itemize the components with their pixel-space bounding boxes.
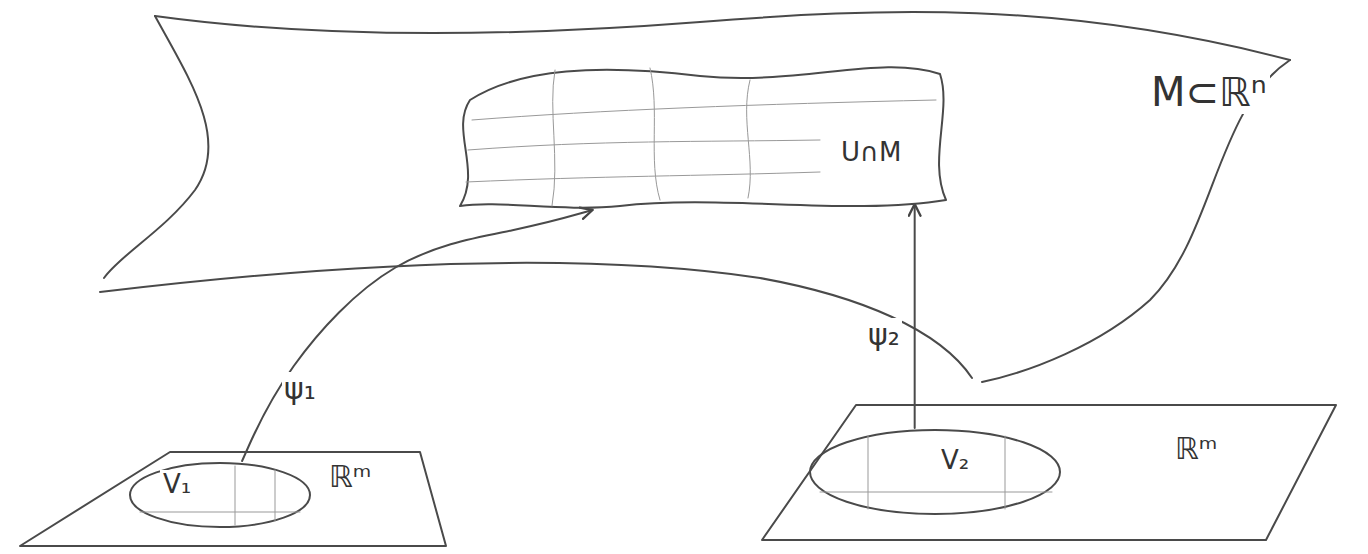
chart-domain-ellipse-outline xyxy=(808,428,1062,516)
manifold-surface: M⊂ℝⁿU∩M xyxy=(98,0,1364,392)
outline-stroke xyxy=(650,68,660,200)
outline-stroke xyxy=(868,436,869,509)
chart-domain-patch: U∩M xyxy=(452,52,954,222)
euclidean-plane: ℝᵐ V₂ xyxy=(756,400,1340,548)
outline-stroke xyxy=(130,463,310,527)
outline-stroke xyxy=(820,492,1052,493)
outline-stroke xyxy=(155,12,1290,60)
outline-stroke xyxy=(104,16,209,278)
outline-stroke xyxy=(472,100,936,120)
outline-stroke xyxy=(810,430,1060,514)
euclidean-plane-outline xyxy=(756,400,1340,548)
node-label: V₂ xyxy=(938,446,972,475)
outline-stroke xyxy=(275,470,276,521)
chart-domain-ellipse: V₂ xyxy=(808,428,1062,516)
node-label: U∩M xyxy=(838,138,905,167)
outline-stroke xyxy=(100,263,972,378)
outline-stroke xyxy=(982,60,1290,382)
outline-stroke xyxy=(460,67,946,207)
map-label: ψ₁ xyxy=(282,372,318,405)
outline-stroke xyxy=(235,466,236,525)
chart-domain-patch-outline xyxy=(452,52,954,222)
chart-map-arrow xyxy=(242,210,592,461)
outline-stroke xyxy=(468,140,820,150)
manifold-surface-outline xyxy=(98,0,1364,392)
chart-domain-ellipse: V₁ xyxy=(128,461,312,529)
node-label: V₁ xyxy=(160,470,194,499)
euclidean-plane: ℝᵐ V₁ xyxy=(14,446,452,552)
outline-stroke xyxy=(1005,436,1006,509)
chart-domain-ellipse-outline xyxy=(128,461,312,529)
euclidean-plane-outline xyxy=(14,446,452,552)
map-label: ψ₂ xyxy=(866,318,902,351)
outline-stroke xyxy=(552,70,555,206)
chart-map-arrow xyxy=(914,204,916,428)
outline-stroke xyxy=(140,512,300,513)
outline-stroke xyxy=(20,452,446,546)
outline-stroke xyxy=(762,405,1336,540)
outline-stroke xyxy=(466,172,820,182)
node-label: ℝᵐ xyxy=(1172,432,1220,465)
node-label: M⊂ℝⁿ xyxy=(1148,70,1270,114)
outline-stroke xyxy=(747,80,751,198)
node-label: ℝᵐ xyxy=(326,460,374,493)
